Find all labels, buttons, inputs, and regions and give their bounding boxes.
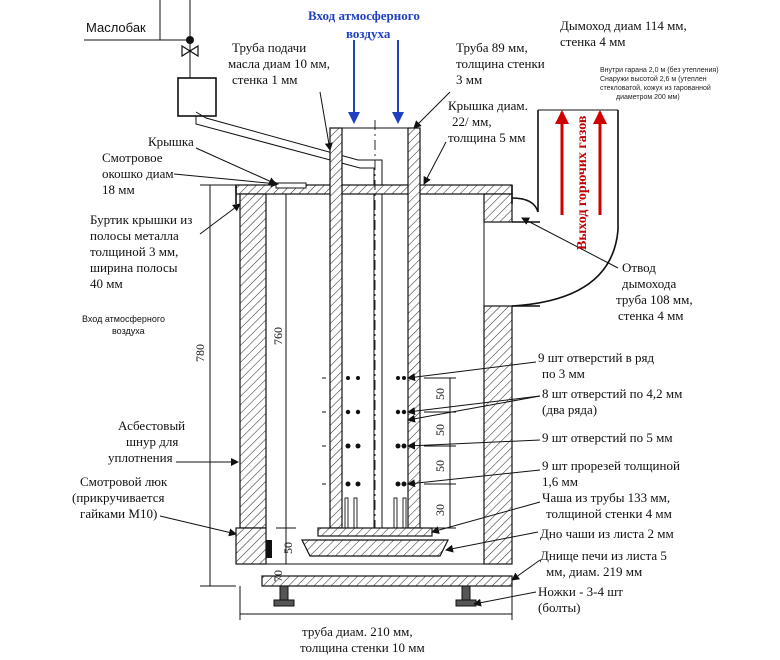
window-label-2: окошко диам bbox=[102, 166, 174, 181]
flue-gas-label: Выход горючих газов bbox=[575, 115, 590, 250]
holes2-label-1: 8 шт отверстий по 4,2 мм bbox=[542, 386, 682, 401]
chimney-label-1: Дымоход диам 114 мм, bbox=[560, 18, 687, 33]
legs bbox=[273, 585, 477, 607]
oil-pipe-label-1: Труба подачи bbox=[232, 40, 306, 55]
furnace-bottom-label-1: Днище печи из листа 5 bbox=[540, 548, 667, 563]
rim-label-2: полосы металла bbox=[90, 228, 179, 243]
bowl-label-1: Чаша из трубы 133 мм, bbox=[542, 490, 670, 505]
bowl-bottom-label: Дно чаши из листа 2 мм bbox=[540, 526, 674, 541]
furnace-bottom bbox=[261, 575, 513, 587]
outlet-label-1: Отвод bbox=[622, 260, 656, 275]
oil-pipe-label-2: масла диам 10 мм, bbox=[228, 56, 330, 71]
dim-step2: 50 bbox=[433, 424, 447, 436]
oil-pipe-label-3: стенка 1 мм bbox=[232, 72, 298, 87]
lid-label: Крышка bbox=[148, 134, 194, 149]
holes2-label-2: (два ряда) bbox=[542, 402, 597, 417]
dim-step3: 50 bbox=[433, 460, 447, 472]
right-wall-lower bbox=[483, 305, 513, 565]
slots-label-2: 1,6 мм bbox=[542, 474, 578, 489]
central-pipe bbox=[329, 120, 421, 560]
bowl-label-2: толщиной стенки 4 мм bbox=[546, 506, 672, 521]
asbestos-label-2: шнур для bbox=[126, 434, 178, 449]
holes1-label-1: 9 шт отверстий в ряд bbox=[538, 350, 655, 365]
dim-inner-height: 760 bbox=[271, 327, 285, 345]
right-wall-upper bbox=[483, 193, 513, 223]
pipe89-label-3: 3 мм bbox=[456, 72, 482, 87]
dimension-lines bbox=[200, 184, 513, 620]
legs-label-2: (болты) bbox=[538, 600, 581, 615]
window-label-3: 18 мм bbox=[102, 182, 135, 197]
outlet-label-2: дымохода bbox=[622, 276, 676, 291]
oil-feed-pipe bbox=[195, 111, 383, 530]
chimney-note-3: стекловатой, кожух из гарованной bbox=[600, 84, 711, 92]
inspection-window bbox=[275, 182, 307, 189]
oil-tank-label: Маслобак bbox=[86, 20, 146, 35]
slots-label-1: 9 шт прорезей толщиной bbox=[542, 458, 680, 473]
chimney-note-2: Снаружи высотой 2,6 м (утеплен bbox=[600, 75, 707, 83]
left-wall bbox=[239, 193, 267, 529]
dim-bowl-offset: 50 bbox=[281, 542, 295, 554]
lid-diam-label-2: 22/ мм, bbox=[452, 114, 492, 129]
window-label-1: Смотровое bbox=[102, 150, 163, 165]
oil-tank-reservoir bbox=[177, 77, 217, 117]
furnace-bottom-label-2: мм, диам. 219 мм bbox=[546, 564, 642, 579]
hatch-label-2: (прикручивается bbox=[72, 490, 164, 505]
dim-step1: 50 bbox=[433, 388, 447, 400]
outlet-label-4: стенка 4 мм bbox=[618, 308, 684, 323]
air-inlet-side-label-1: Вход атмосферного bbox=[82, 314, 165, 324]
leader-lines bbox=[159, 91, 619, 607]
air-inlet-side-label-2: воздуха bbox=[112, 326, 145, 336]
air-inlet-top-label-2: воздуха bbox=[346, 26, 391, 41]
oil-tank-group: Маслобак bbox=[84, 0, 217, 124]
asbestos-label-1: Асбестовый bbox=[118, 418, 185, 433]
chimney-label-2: стенка 4 мм bbox=[560, 34, 626, 49]
chimney-note-1: Внутри гарана 2,0 м (без утепления) bbox=[600, 66, 719, 74]
inspection-hatch bbox=[235, 527, 267, 565]
air-holes bbox=[322, 376, 428, 487]
hatch-label-1: Смотровой люк bbox=[80, 474, 168, 489]
rim-label-5: 40 мм bbox=[90, 276, 123, 291]
slots bbox=[344, 497, 407, 529]
legs-label-1: Ножки - 3-4 шт bbox=[538, 584, 623, 599]
bowl bbox=[301, 527, 449, 557]
rim-label-3: толщиной 3 мм, bbox=[90, 244, 178, 259]
rim-label-1: Буртик крышки из bbox=[90, 212, 192, 227]
hatch-label-3: гайками М10) bbox=[80, 506, 157, 521]
dim-base-height: 70 bbox=[271, 570, 285, 582]
pipe89-label-1: Труба 89 мм, bbox=[456, 40, 528, 55]
pipe89-label-2: толщина стенки bbox=[456, 56, 545, 71]
dim-step4: 30 bbox=[433, 504, 447, 516]
lid-diam-label-1: Крышка диам. bbox=[448, 98, 528, 113]
body-pipe-label-2: толщина стенки 10 мм bbox=[300, 640, 425, 655]
holes3-label: 9 шт отверстий по 5 мм bbox=[542, 430, 673, 445]
body-pipe-label-1: труба диам. 210 мм, bbox=[302, 624, 413, 639]
asbestos-label-3: уплотнения bbox=[108, 450, 173, 465]
lid-diam-label-3: толщина 5 мм bbox=[448, 130, 525, 145]
hatch-bolt bbox=[266, 540, 272, 558]
outlet-label-3: труба 108 мм, bbox=[616, 292, 693, 307]
air-inlet-top-label-1: Вход атмосферного bbox=[308, 8, 420, 23]
chimney-note-4: диаметром 200 мм) bbox=[616, 94, 680, 101]
valve-icon bbox=[181, 36, 199, 78]
holes1-label-2: по 3 мм bbox=[542, 366, 585, 381]
chimney-outlet bbox=[511, 109, 619, 307]
rim-label-4: ширина полосы bbox=[90, 260, 178, 275]
dim-total-height: 780 bbox=[193, 344, 207, 362]
